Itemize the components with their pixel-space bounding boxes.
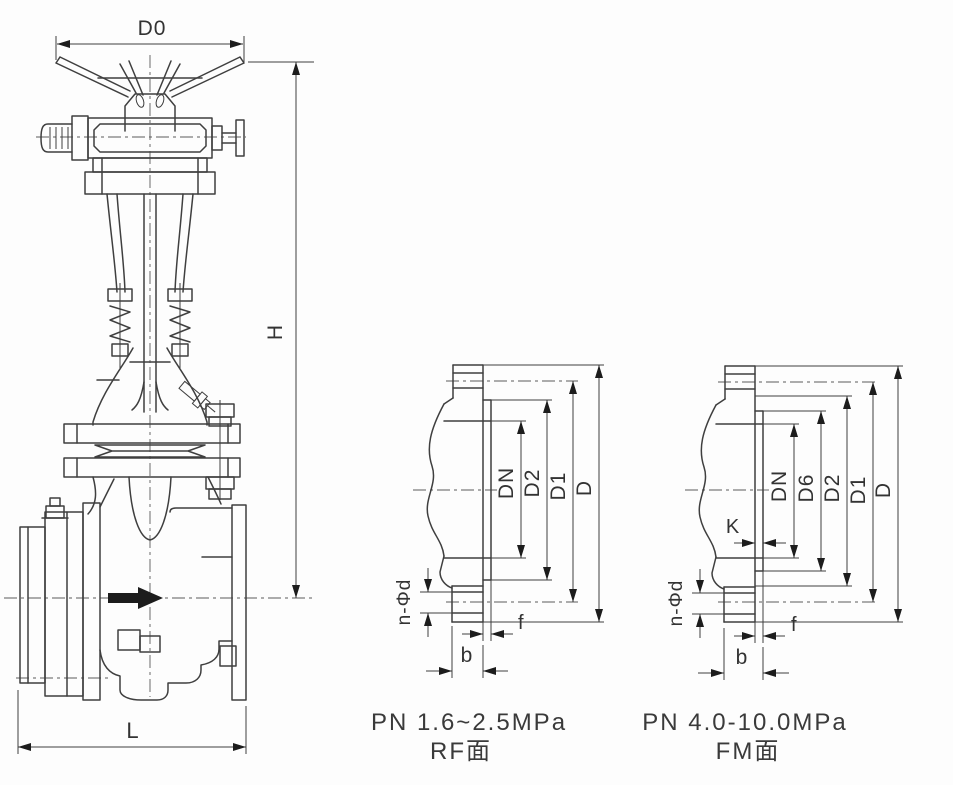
stem-nut-housing bbox=[40, 115, 245, 161]
gland-bolt-right bbox=[167, 283, 193, 368]
gland-bolt-left bbox=[107, 283, 133, 368]
outlet-flange bbox=[219, 504, 247, 701]
bonnet bbox=[92, 347, 216, 426]
flange-rf-outline bbox=[426, 364, 492, 623]
flange-rf-bolt-hole-dim: n-Φd bbox=[394, 568, 452, 637]
label-l: L bbox=[126, 718, 139, 743]
label-fm-d: D bbox=[872, 482, 895, 498]
inlet-flange-stack bbox=[19, 478, 115, 701]
drain-fitting bbox=[178, 380, 216, 413]
flange-fm-dimensions: DN D6 D2 D1 D bbox=[724, 365, 903, 623]
flange-fm-male-step-dim: K bbox=[726, 516, 786, 547]
valve-body bbox=[87, 476, 233, 701]
flange-rf-caption: PN 1.6~2.5MPa RF面 bbox=[371, 709, 567, 765]
fm-face-type: FM面 bbox=[716, 738, 781, 765]
flange-rf-detail: DN D2 D1 D n-Φd f b PN 1.6~2.5 bbox=[371, 364, 604, 765]
flange-rf-face-height-dim: f bbox=[462, 580, 525, 641]
rf-pressure-rating: PN 1.6~2.5MPa bbox=[371, 709, 567, 736]
label-rf-d1: D1 bbox=[547, 472, 570, 501]
dimension-l: L bbox=[17, 690, 247, 754]
label-fm-b: b bbox=[736, 646, 749, 669]
label-fm-d6: D6 bbox=[795, 474, 818, 503]
flange-fm-face-height-dim: f bbox=[734, 571, 798, 643]
body-flange-joint bbox=[63, 400, 241, 500]
label-rf-d2: D2 bbox=[521, 469, 544, 498]
yoke-flange bbox=[84, 157, 216, 195]
label-rf-f: f bbox=[518, 612, 525, 634]
label-h: H bbox=[264, 324, 287, 340]
label-rf-d: D bbox=[573, 480, 596, 496]
flange-rf-thickness-dim: b bbox=[426, 626, 508, 678]
label-d0: D0 bbox=[138, 17, 167, 40]
label-fm-dn: DN bbox=[768, 470, 791, 502]
label-rf-bolt-holes: n-Φd bbox=[394, 579, 415, 626]
label-rf-dn: DN bbox=[495, 467, 518, 499]
label-fm-f: f bbox=[791, 614, 798, 636]
fm-pressure-rating: PN 4.0-10.0MPa bbox=[642, 709, 847, 736]
stem-and-yoke bbox=[106, 193, 194, 413]
flange-rf-dimensions: DN D2 D1 D bbox=[452, 364, 604, 623]
label-fm-d1: D1 bbox=[847, 476, 870, 505]
flange-fm-detail: DN D6 D2 D1 D K n-Φd f bbox=[642, 365, 903, 765]
label-fm-k: K bbox=[726, 516, 740, 538]
label-fm-d2: D2 bbox=[821, 474, 844, 503]
flange-fm-outline bbox=[698, 365, 764, 623]
dimension-d0: D0 bbox=[55, 17, 245, 62]
handwheel bbox=[55, 56, 245, 132]
flange-fm-caption: PN 4.0-10.0MPa FM面 bbox=[642, 709, 847, 765]
flange-fm-thickness-dim: b bbox=[698, 628, 789, 680]
rf-face-type: RF面 bbox=[430, 738, 492, 765]
label-fm-bolt-holes: n-Φd bbox=[666, 580, 687, 627]
dimension-h: H bbox=[248, 61, 314, 598]
label-rf-b: b bbox=[461, 644, 474, 667]
flange-fm-bolt-hole-dim: n-Φd bbox=[666, 569, 724, 638]
flow-direction-arrow bbox=[108, 587, 163, 609]
valve-main-view: D0 bbox=[4, 17, 314, 754]
